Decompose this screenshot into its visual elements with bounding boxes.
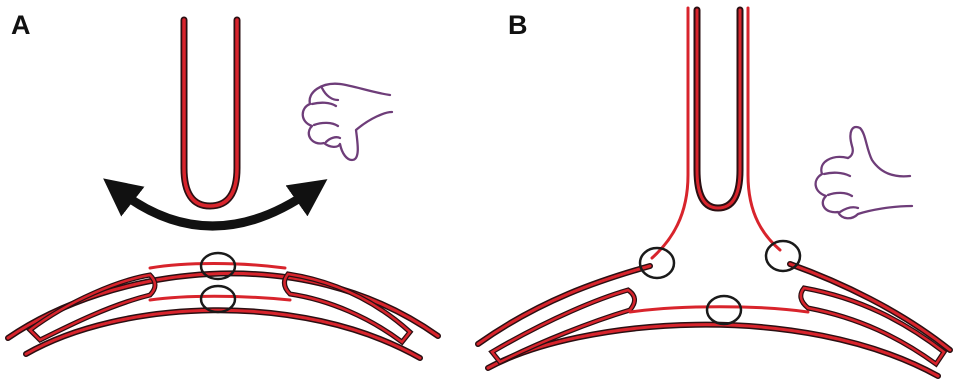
panel-b: [478, 8, 950, 376]
sprout-vessel-a: [184, 20, 237, 206]
junction-ring: [766, 241, 800, 271]
junction-ring: [707, 296, 741, 324]
thumbs-down-icon: [303, 84, 392, 160]
panel-a: [8, 20, 438, 358]
junction-rings-b: [640, 241, 800, 324]
thumbs-up-icon: [816, 127, 912, 218]
junction-rings-a: [201, 253, 235, 312]
sprout-vessel-b: [652, 8, 780, 258]
